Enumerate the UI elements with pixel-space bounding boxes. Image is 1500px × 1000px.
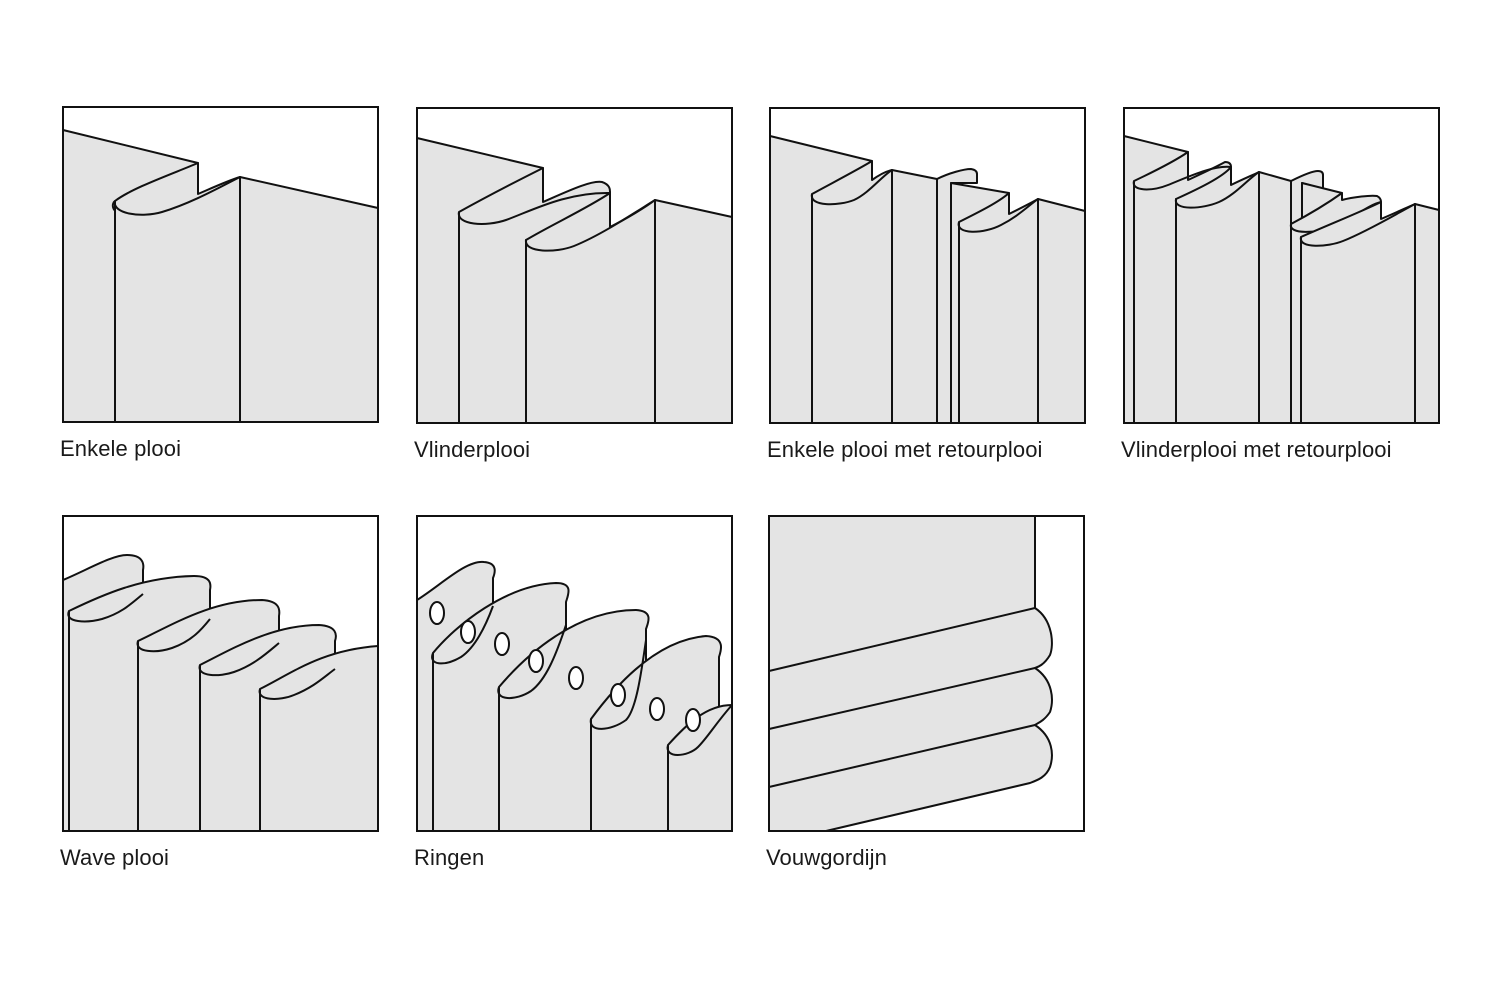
label-vlinderplooi-met-retourplooi: Vlinderplooi met retourplooi bbox=[1121, 437, 1392, 462]
wave-plooi-illustration bbox=[62, 515, 379, 832]
ring-hole bbox=[568, 666, 584, 690]
label-enkele-plooi-met-retourplooi: Enkele plooi met retourplooi bbox=[767, 437, 1043, 462]
vlinderplooi-met-retourplooi-illustration bbox=[1123, 107, 1440, 424]
ringen-illustration bbox=[416, 515, 733, 832]
label-enkele-plooi: Enkele plooi bbox=[60, 436, 182, 461]
ring-hole bbox=[429, 601, 445, 625]
ring-hole bbox=[460, 620, 476, 644]
panel-ringen: Ringen bbox=[414, 515, 733, 870]
enkele-plooi-illustration bbox=[62, 106, 379, 423]
panel-vlinderplooi-met-retourplooi: Vlinderplooi met retourplooi bbox=[1121, 107, 1440, 462]
ring-hole bbox=[494, 632, 510, 656]
ring-hole bbox=[685, 708, 701, 732]
label-wave-plooi: Wave plooi bbox=[60, 845, 170, 870]
ring-hole bbox=[528, 649, 544, 673]
panel-enkele-plooi-met-retourplooi: Enkele plooi met retourplooi bbox=[767, 107, 1086, 462]
panel-vouwgordijn: Vouwgordijn bbox=[766, 515, 1085, 870]
ring-hole bbox=[610, 683, 626, 707]
ring-hole bbox=[649, 697, 665, 721]
label-vlinderplooi: Vlinderplooi bbox=[414, 437, 531, 462]
panel-wave-plooi: Wave plooi bbox=[60, 515, 379, 870]
enkele-plooi-met-retourplooi-illustration bbox=[769, 107, 1086, 424]
vouwgordijn-illustration bbox=[768, 515, 1085, 832]
vlinderplooi-illustration bbox=[416, 107, 733, 424]
label-vouwgordijn: Vouwgordijn bbox=[766, 845, 887, 870]
panel-vlinderplooi: Vlinderplooi bbox=[414, 107, 733, 462]
label-ringen: Ringen bbox=[414, 845, 485, 870]
panel-enkele-plooi: Enkele plooi bbox=[60, 106, 379, 461]
